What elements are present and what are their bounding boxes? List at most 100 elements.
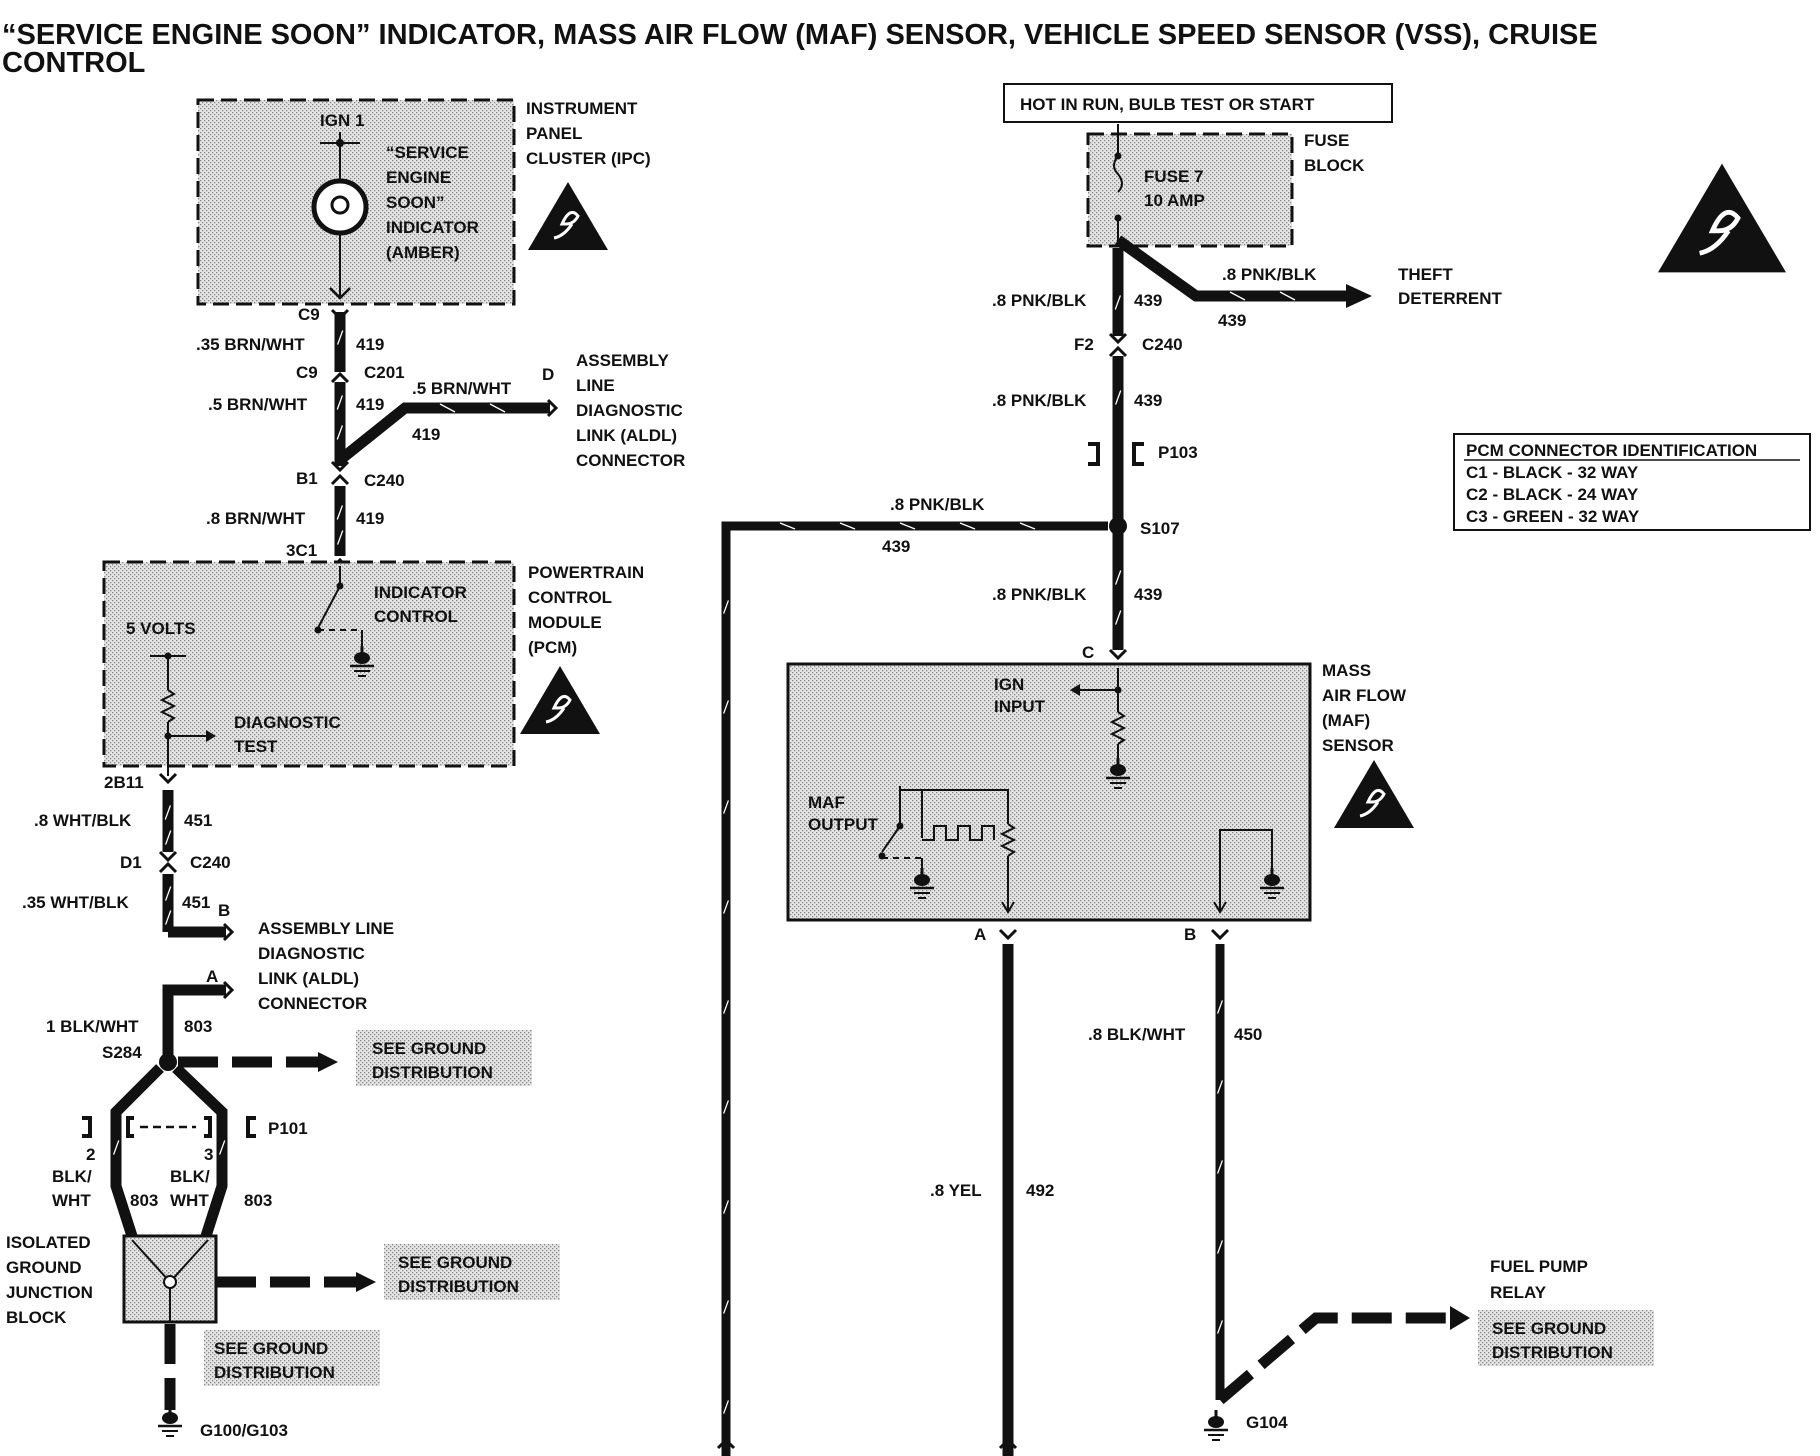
splice-s107: S107 xyxy=(1140,519,1180,538)
esd-warning-icon-large xyxy=(1658,164,1786,273)
pin-c9-bottom: C9 xyxy=(296,363,318,382)
esd-warning-icon xyxy=(526,180,610,252)
maf-pin-b: B xyxy=(1184,925,1196,944)
svg-text:C3 - GREEN - 32 WAY: C3 - GREEN - 32 WAY xyxy=(1466,507,1640,526)
circuit-451-b: 451 xyxy=(182,893,210,912)
connector-p101: P101 xyxy=(268,1119,308,1138)
svg-text:(PCM): (PCM) xyxy=(528,638,577,657)
wire-label-yel: .8 YEL xyxy=(930,1181,982,1200)
svg-text:SEE GROUND: SEE GROUND xyxy=(1492,1319,1606,1338)
wire-label-pnk-blk-3: .8 PNK/BLK xyxy=(890,495,985,514)
svg-text:THEFT: THEFT xyxy=(1398,265,1453,284)
splice-s107-dot xyxy=(1109,517,1127,535)
svg-text:DISTRIBUTION: DISTRIBUTION xyxy=(214,1363,335,1382)
connector-c240-r: C240 xyxy=(1142,335,1183,354)
wire-label-pnk-blk-2: .8 PNK/BLK xyxy=(992,391,1087,410)
wire-label-1-blk-wht: 1 BLK/WHT xyxy=(46,1017,139,1036)
pcm-diagnostic-test-label: DIAGNOSTIC TEST xyxy=(234,713,341,756)
circuit-419-c: 419 xyxy=(356,509,384,528)
circuit-451-a: 451 xyxy=(184,811,212,830)
svg-text:DIAGNOSTIC: DIAGNOSTIC xyxy=(576,401,683,420)
pcm-5-volts-label: 5 VOLTS xyxy=(126,619,196,638)
svg-text:INSTRUMENT: INSTRUMENT xyxy=(526,99,638,118)
pcm-connector-id-table: PCM CONNECTOR IDENTIFICATION C1 - BLACK … xyxy=(1453,433,1811,531)
circuit-419-b: 419 xyxy=(356,395,384,414)
p101-pin-2: 2 xyxy=(86,1145,95,1164)
aldl-pin-a: A xyxy=(206,967,218,986)
svg-text:INDICATOR: INDICATOR xyxy=(386,218,479,237)
circuit-439-theft: 439 xyxy=(1218,311,1246,330)
svg-text:LINK (ALDL): LINK (ALDL) xyxy=(576,426,677,445)
svg-text:CLUSTER (IPC): CLUSTER (IPC) xyxy=(526,149,651,168)
wire-label-aldl-top: .5 BRN/WHT xyxy=(412,379,512,398)
svg-text:MASS: MASS xyxy=(1322,661,1371,680)
wire-label-08-wht-blk: .8 WHT/BLK xyxy=(34,811,132,830)
svg-text:WHT: WHT xyxy=(52,1191,91,1210)
svg-text:DISTRIBUTION: DISTRIBUTION xyxy=(1492,1343,1613,1362)
circuit-419-a: 419 xyxy=(356,335,384,354)
wire-label-blk-wht-450: .8 BLK/WHT xyxy=(1088,1025,1186,1044)
diagram-title-line1: “SERVICE ENGINE SOON” INDICATOR, MASS AI… xyxy=(2,19,1598,51)
esd-warning-icon-pcm xyxy=(518,664,602,736)
maf-name-label: MASS AIR FLOW (MAF) SENSOR xyxy=(1322,661,1407,755)
pcm-name-label: POWERTRAIN CONTROL MODULE (PCM) xyxy=(528,563,644,657)
svg-text:CONTROL: CONTROL xyxy=(528,588,612,607)
wire-label-035-brn-wht: .35 BRN/WHT xyxy=(196,335,305,354)
circuit-803-a: 803 xyxy=(184,1017,212,1036)
fuse-block-box xyxy=(1086,132,1294,248)
connector-c240-b: C240 xyxy=(190,853,231,872)
svg-text:WHT: WHT xyxy=(170,1191,209,1210)
circuit-803-c: 803 xyxy=(244,1191,272,1210)
circuit-803-b: 803 xyxy=(130,1191,158,1210)
fuel-pump-relay-label: FUEL PUMP RELAY xyxy=(1490,1257,1588,1302)
svg-text:GROUND: GROUND xyxy=(6,1258,82,1277)
maf-ign-input-label: IGN INPUT xyxy=(994,675,1046,716)
svg-text:INDICATOR: INDICATOR xyxy=(374,583,467,602)
svg-text:(AMBER): (AMBER) xyxy=(386,243,460,262)
wire-label-pnk-blk-1: .8 PNK/BLK xyxy=(992,291,1087,310)
maf-output-label: MAF OUTPUT xyxy=(808,793,879,834)
wire-label-05-brn-wht: .5 BRN/WHT xyxy=(208,395,308,414)
ipc-name-label: INSTRUMENT PANEL CLUSTER (IPC) xyxy=(526,99,651,168)
svg-text:C1 - BLACK - 32 WAY: C1 - BLACK - 32 WAY xyxy=(1466,463,1639,482)
splice-s284-dot xyxy=(159,1053,177,1071)
svg-text:DISTRIBUTION: DISTRIBUTION xyxy=(372,1063,493,1082)
svg-text:DIAGNOSTIC: DIAGNOSTIC xyxy=(258,944,365,963)
svg-text:BLOCK: BLOCK xyxy=(1304,156,1365,175)
theft-deterrent-label: THEFT DETERRENT xyxy=(1398,265,1503,308)
svg-text:SEE GROUND: SEE GROUND xyxy=(372,1039,486,1058)
svg-text:FUSE: FUSE xyxy=(1304,131,1349,150)
ground-g104-label: G104 xyxy=(1246,1413,1288,1432)
p101-pin-3: 3 xyxy=(204,1145,213,1164)
igjb-label: ISOLATED GROUND JUNCTION BLOCK xyxy=(6,1233,93,1327)
svg-text:OUTPUT: OUTPUT xyxy=(808,815,879,834)
esd-warning-icon-maf xyxy=(1332,758,1416,830)
connector-c240-a: C240 xyxy=(364,471,405,490)
circuit-439-3: 439 xyxy=(882,537,910,556)
diagram-title-line2: CONTROL xyxy=(2,47,145,79)
svg-text:CONTROL: CONTROL xyxy=(374,607,458,626)
svg-text:DIAGNOSTIC: DIAGNOSTIC xyxy=(234,713,341,732)
wire-label-08-brn-wht: .8 BRN/WHT xyxy=(206,509,306,528)
ground-distribution-ref-1: SEE GROUND DISTRIBUTION xyxy=(356,1030,532,1086)
wire-label-pnk-blk-4: .8 PNK/BLK xyxy=(992,585,1087,604)
svg-text:SOON”: SOON” xyxy=(386,193,445,212)
svg-text:INPUT: INPUT xyxy=(994,697,1046,716)
ground-g104-icon xyxy=(1202,1408,1230,1442)
svg-text:CONNECTOR: CONNECTOR xyxy=(258,994,367,1013)
splice-s284: S284 xyxy=(102,1043,142,1062)
indicator-bulb-icon xyxy=(311,178,369,236)
hot-in-run-label: HOT IN RUN, BULB TEST OR START xyxy=(1020,95,1315,114)
pcm-indicator-control-label: INDICATOR CONTROL xyxy=(374,583,467,626)
pin-3c1: 3C1 xyxy=(286,541,317,560)
ground-distribution-ref-2: SEE GROUND DISTRIBUTION xyxy=(384,1244,560,1300)
wire-label-blk-wht-left: BLK/ WHT xyxy=(52,1167,92,1210)
svg-text:ENGINE: ENGINE xyxy=(386,168,451,187)
svg-text:SENSOR: SENSOR xyxy=(1322,736,1394,755)
pcm-box xyxy=(102,560,516,768)
circuit-492: 492 xyxy=(1026,1181,1054,1200)
svg-text:PCM CONNECTOR IDENTIFICATION: PCM CONNECTOR IDENTIFICATION xyxy=(1466,441,1757,460)
pin-c9-top: C9 xyxy=(298,305,320,324)
ipc-indicator-label: “SERVICE ENGINE SOON” INDICATOR (AMBER) xyxy=(386,143,479,262)
